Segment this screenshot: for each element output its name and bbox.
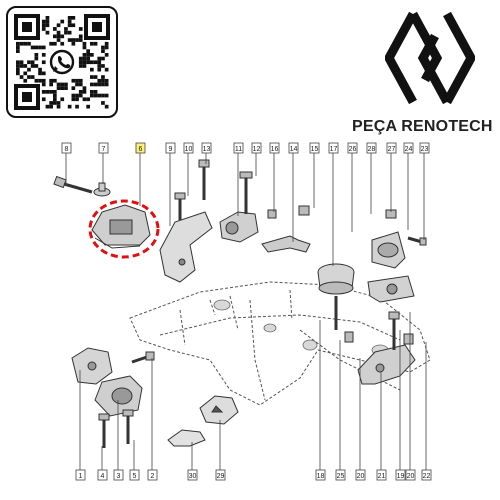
callout-label-top-11: 17 bbox=[330, 146, 338, 153]
highlight-circle bbox=[88, 199, 160, 259]
bolt-8 bbox=[53, 175, 93, 194]
callout-box-bottom-13 bbox=[421, 469, 432, 481]
bolt-23 bbox=[407, 236, 427, 246]
mount-24 bbox=[367, 231, 415, 303]
callout-box-bottom-8 bbox=[335, 469, 346, 481]
callout-box-bottom-11 bbox=[395, 469, 406, 481]
callout-label-top-10: 15 bbox=[311, 146, 319, 153]
callout-label-top-12: 26 bbox=[349, 146, 357, 153]
bracket-14 bbox=[261, 235, 311, 253]
mount-6 bbox=[91, 204, 151, 249]
callout-box-bottom-6 bbox=[215, 469, 226, 481]
callout-label-bottom-13: 22 bbox=[423, 473, 431, 480]
callout-label-top-1: 7 bbox=[102, 146, 106, 153]
callout-box-top-7 bbox=[251, 142, 262, 154]
callout-box-top-9 bbox=[288, 142, 299, 154]
callout-box-bottom-3 bbox=[129, 469, 140, 481]
qr-finder-top-left bbox=[14, 14, 40, 40]
callout-label-top-5: 13 bbox=[203, 146, 211, 153]
bolt-20 bbox=[388, 311, 400, 350]
callout-box-bottom-1 bbox=[97, 469, 108, 481]
callout-box-top-11 bbox=[328, 142, 339, 154]
mount-3 bbox=[94, 375, 143, 417]
callout-label-bottom-11: 19 bbox=[397, 473, 405, 480]
bolt-15 bbox=[298, 205, 310, 216]
callout-label-top-15: 24 bbox=[405, 146, 413, 153]
callout-label-bottom-12: 20 bbox=[407, 473, 415, 480]
bracket-1 bbox=[71, 347, 113, 385]
washer-7 bbox=[93, 182, 111, 197]
callout-label-bottom-2: 3 bbox=[117, 473, 121, 480]
callout-label-bottom-5: 30 bbox=[189, 473, 197, 480]
callout-label-top-4: 10 bbox=[185, 146, 193, 153]
qr-finder-top-right bbox=[84, 14, 110, 40]
callout-label-bottom-6: 29 bbox=[217, 473, 225, 480]
callout-label-top-2: 6 bbox=[139, 146, 143, 153]
qr-finder-bottom-left bbox=[14, 84, 40, 110]
callout-label-top-9: 14 bbox=[290, 146, 298, 153]
callout-box-top-16 bbox=[419, 142, 430, 154]
callout-box-top-3 bbox=[165, 142, 176, 154]
callout-label-top-14: 27 bbox=[388, 146, 396, 153]
callout-box-top-1 bbox=[98, 142, 109, 154]
callout-box-bottom-10 bbox=[376, 469, 387, 481]
callout-box-top-10 bbox=[309, 142, 320, 154]
callout-box-top-8 bbox=[269, 142, 280, 154]
bracket-21 bbox=[357, 344, 416, 385]
callout-label-top-7: 12 bbox=[253, 146, 261, 153]
callout-box-top-15 bbox=[403, 142, 414, 154]
callout-label-top-3: 9 bbox=[169, 146, 173, 153]
whatsapp-icon bbox=[47, 47, 77, 77]
callout-label-top-0: 8 bbox=[65, 146, 69, 153]
brand-title: PEÇA RENOTECH bbox=[352, 118, 493, 135]
callout-label-top-6: 11 bbox=[235, 146, 242, 153]
callout-box-bottom-7 bbox=[315, 469, 326, 481]
callout-label-bottom-1: 4 bbox=[101, 473, 105, 480]
callout-box-top-14 bbox=[386, 142, 397, 154]
callout-box-top-6 bbox=[233, 142, 244, 154]
bolt-13 bbox=[198, 159, 210, 200]
qr-code bbox=[14, 14, 110, 110]
bolt-4 bbox=[98, 413, 110, 448]
bolt-22 bbox=[403, 333, 414, 345]
callout-label-bottom-4: 2 bbox=[151, 473, 155, 480]
pad-29 bbox=[199, 395, 239, 425]
callout-label-bottom-3: 5 bbox=[133, 473, 137, 480]
callout-box-top-5 bbox=[201, 142, 212, 154]
callout-box-bottom-2 bbox=[113, 469, 124, 481]
callout-label-top-13: 28 bbox=[368, 146, 376, 153]
qr-code-frame[interactable] bbox=[6, 6, 118, 118]
callout-label-bottom-0: 1 bbox=[79, 473, 83, 480]
callout-box-bottom-5 bbox=[187, 469, 198, 481]
bolt-25 bbox=[344, 331, 354, 343]
callout-box-top-2 bbox=[135, 142, 146, 154]
callout-box-bottom-12 bbox=[405, 469, 416, 481]
callout-label-top-16: 23 bbox=[421, 146, 429, 153]
subframe-detail bbox=[213, 299, 389, 356]
bolt-11 bbox=[239, 171, 253, 214]
callout-label-bottom-7: 18 bbox=[317, 473, 325, 480]
callout-box-bottom-9 bbox=[355, 469, 366, 481]
callout-label-bottom-8: 25 bbox=[337, 473, 345, 480]
callout-label-bottom-9: 20 bbox=[357, 473, 365, 480]
callout-box-top-13 bbox=[366, 142, 377, 154]
bolt-10 bbox=[174, 192, 186, 220]
callout-box-top-12 bbox=[347, 142, 358, 154]
bolt-2 bbox=[131, 351, 155, 364]
bracket-9 bbox=[159, 211, 213, 283]
callout-box-bottom-4 bbox=[147, 469, 158, 481]
bolt-12 bbox=[267, 209, 277, 219]
plate-30 bbox=[167, 429, 206, 447]
callout-label-bottom-10: 21 bbox=[378, 473, 386, 480]
callout-box-top-0 bbox=[61, 142, 72, 154]
mount-17 bbox=[317, 263, 355, 330]
renault-diamond-logo bbox=[385, 11, 475, 105]
callout-label-top-8: 16 bbox=[271, 146, 279, 153]
callout-box-bottom-0 bbox=[75, 469, 86, 481]
bolt-5 bbox=[122, 409, 134, 444]
torque-rod-11 bbox=[219, 211, 259, 243]
callout-box-top-4 bbox=[183, 142, 194, 154]
